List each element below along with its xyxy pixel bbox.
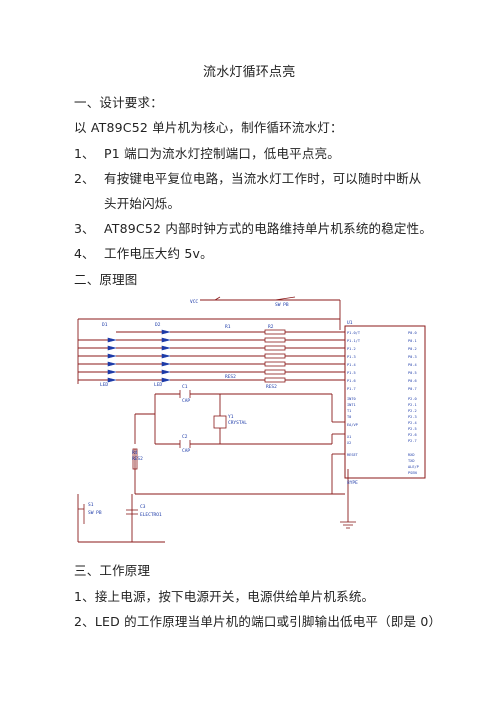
schematic-pin-label: INT0 — [347, 397, 356, 401]
schematic-pin-label: P0.7 — [408, 387, 417, 391]
resistor-value-1: RES2 — [225, 374, 236, 380]
schematic-pin-label: P2.6 — [408, 433, 417, 437]
resistor-ref-2: R2 — [268, 324, 274, 330]
chip-part: 8YPE — [347, 480, 358, 486]
schematic-pin-label: P2.5 — [408, 427, 417, 431]
cap-ref-1: C1 — [182, 384, 188, 390]
schematic-pin-label: P2.1 — [408, 403, 417, 407]
resistor-value-2: RES2 — [266, 384, 277, 390]
list-item-text: AT89C52 内部时钟方式的电路维持单片机系统的稳定性。 — [104, 221, 433, 236]
list-item-text: 有按键电平复位电路，当流水灯工作时，可以随时中断从 — [104, 171, 422, 186]
schematic-pin-label: PSEN — [408, 471, 417, 475]
schematic-pin-label: P0.0 — [408, 331, 417, 335]
led-ref-1: D1 — [102, 322, 108, 328]
schematic-pin-label: P0.4 — [408, 363, 417, 367]
document-title: 流水灯循环点亮 — [203, 65, 296, 80]
schematic-pin-label: P1.0/T — [347, 331, 361, 335]
schematic-pin-label: P1.3 — [347, 355, 356, 359]
requirements-intro: 以 AT89C52 单片机为核心，制作循环流水灯： — [74, 120, 343, 135]
resistor-ref-1: R1 — [225, 324, 231, 330]
schematic-pin-label: P1.5 — [347, 371, 356, 375]
schematic-pin-label: RXD — [408, 453, 415, 457]
schematic-pin-label: P2.0 — [408, 397, 417, 401]
chip-ref: U1 — [347, 320, 353, 326]
section-heading-principle: 三、工作原理 — [74, 563, 151, 578]
schematic-pin-label: P2.7 — [408, 439, 417, 443]
reset-res-ref: R4 — [132, 450, 138, 456]
switch-ref-1: S1 — [88, 502, 94, 508]
schematic-pin-label: P2.3 — [408, 415, 417, 419]
schematic-pin-label: P1.6 — [347, 379, 356, 383]
elcap-ref: C3 — [140, 504, 146, 510]
cap-value-2: CAP — [182, 448, 190, 454]
schematic-pin-label: P1.4 — [347, 363, 356, 367]
list-item-number: 3、 — [74, 221, 95, 236]
schematic-pin-label: ALE/P — [408, 465, 419, 469]
schematic-pin-label: P2.4 — [408, 421, 417, 425]
crystal-ref: Y1 — [228, 414, 234, 420]
led-ref-2: D2 — [155, 322, 161, 328]
schematic-pin-label: P0.3 — [408, 355, 417, 359]
schematic-pin-label: INT1 — [347, 403, 356, 407]
schematic-pin-label: P0.6 — [408, 379, 417, 383]
elcap-value: ELECTRO1 — [140, 512, 162, 518]
principle-paragraph-2: 2、LED 的工作原理当单片机的端口或引脚输出低电平（即是 0） — [74, 614, 442, 629]
cap-ref-2: C2 — [182, 434, 188, 440]
schematic-pin-label: P1.2 — [347, 347, 356, 351]
schematic-pin-label: T1 — [347, 409, 351, 413]
schematic-pin-label: X1 — [347, 435, 351, 439]
schematic-pin-label: EA/VP — [347, 423, 358, 427]
cap-value-1: CAP — [182, 398, 190, 404]
schematic-pin-label: P2.2 — [408, 409, 417, 413]
schematic-pin-label: P0.2 — [408, 347, 417, 351]
list-item-text-continued: 头开始闪烁。 — [104, 196, 181, 211]
principle-paragraph-1: 1、接上电源，按下电源开关，电源供给单片机系统。 — [74, 589, 375, 604]
list-item-text: P1 端口为流水灯控制端口，低电平点亮。 — [104, 146, 340, 161]
schematic-pin-label: T0 — [347, 415, 351, 419]
list-item-number: 1、 — [74, 146, 95, 161]
schematic-pin-label: P0.1 — [408, 339, 417, 343]
schematic-pin-label: P0.5 — [408, 371, 417, 375]
vcc-label: VCC — [190, 299, 198, 305]
circuit-schematic: D1 D2 LED LED R1 R2 RES2 RES2 U1 8YPE C1… — [77, 296, 426, 543]
schematic-pin-label: P1.7 — [347, 387, 356, 391]
list-item-text: 工作电压大约 5v。 — [104, 246, 213, 261]
section-heading-schematic: 二、原理图 — [74, 272, 138, 287]
reset-res-value: RES2 — [132, 456, 143, 462]
led-label-2: LED — [154, 382, 162, 388]
led-label-1: LED — [100, 382, 108, 388]
switch-value-1: SW PB — [88, 510, 102, 516]
schematic-pin-label: X2 — [347, 441, 351, 445]
schematic-pin-label: RESET — [347, 453, 359, 457]
list-item-number: 4、 — [74, 246, 95, 261]
list-item-number: 2、 — [74, 171, 95, 186]
switch-value-2: SW PB — [275, 302, 289, 308]
section-heading-requirements: 一、设计要求： — [74, 95, 163, 110]
schematic-pin-label: P1.1/T — [347, 339, 361, 343]
crystal-value: CRYSTAL — [228, 420, 247, 426]
schematic-pin-label: TXD — [408, 459, 415, 463]
